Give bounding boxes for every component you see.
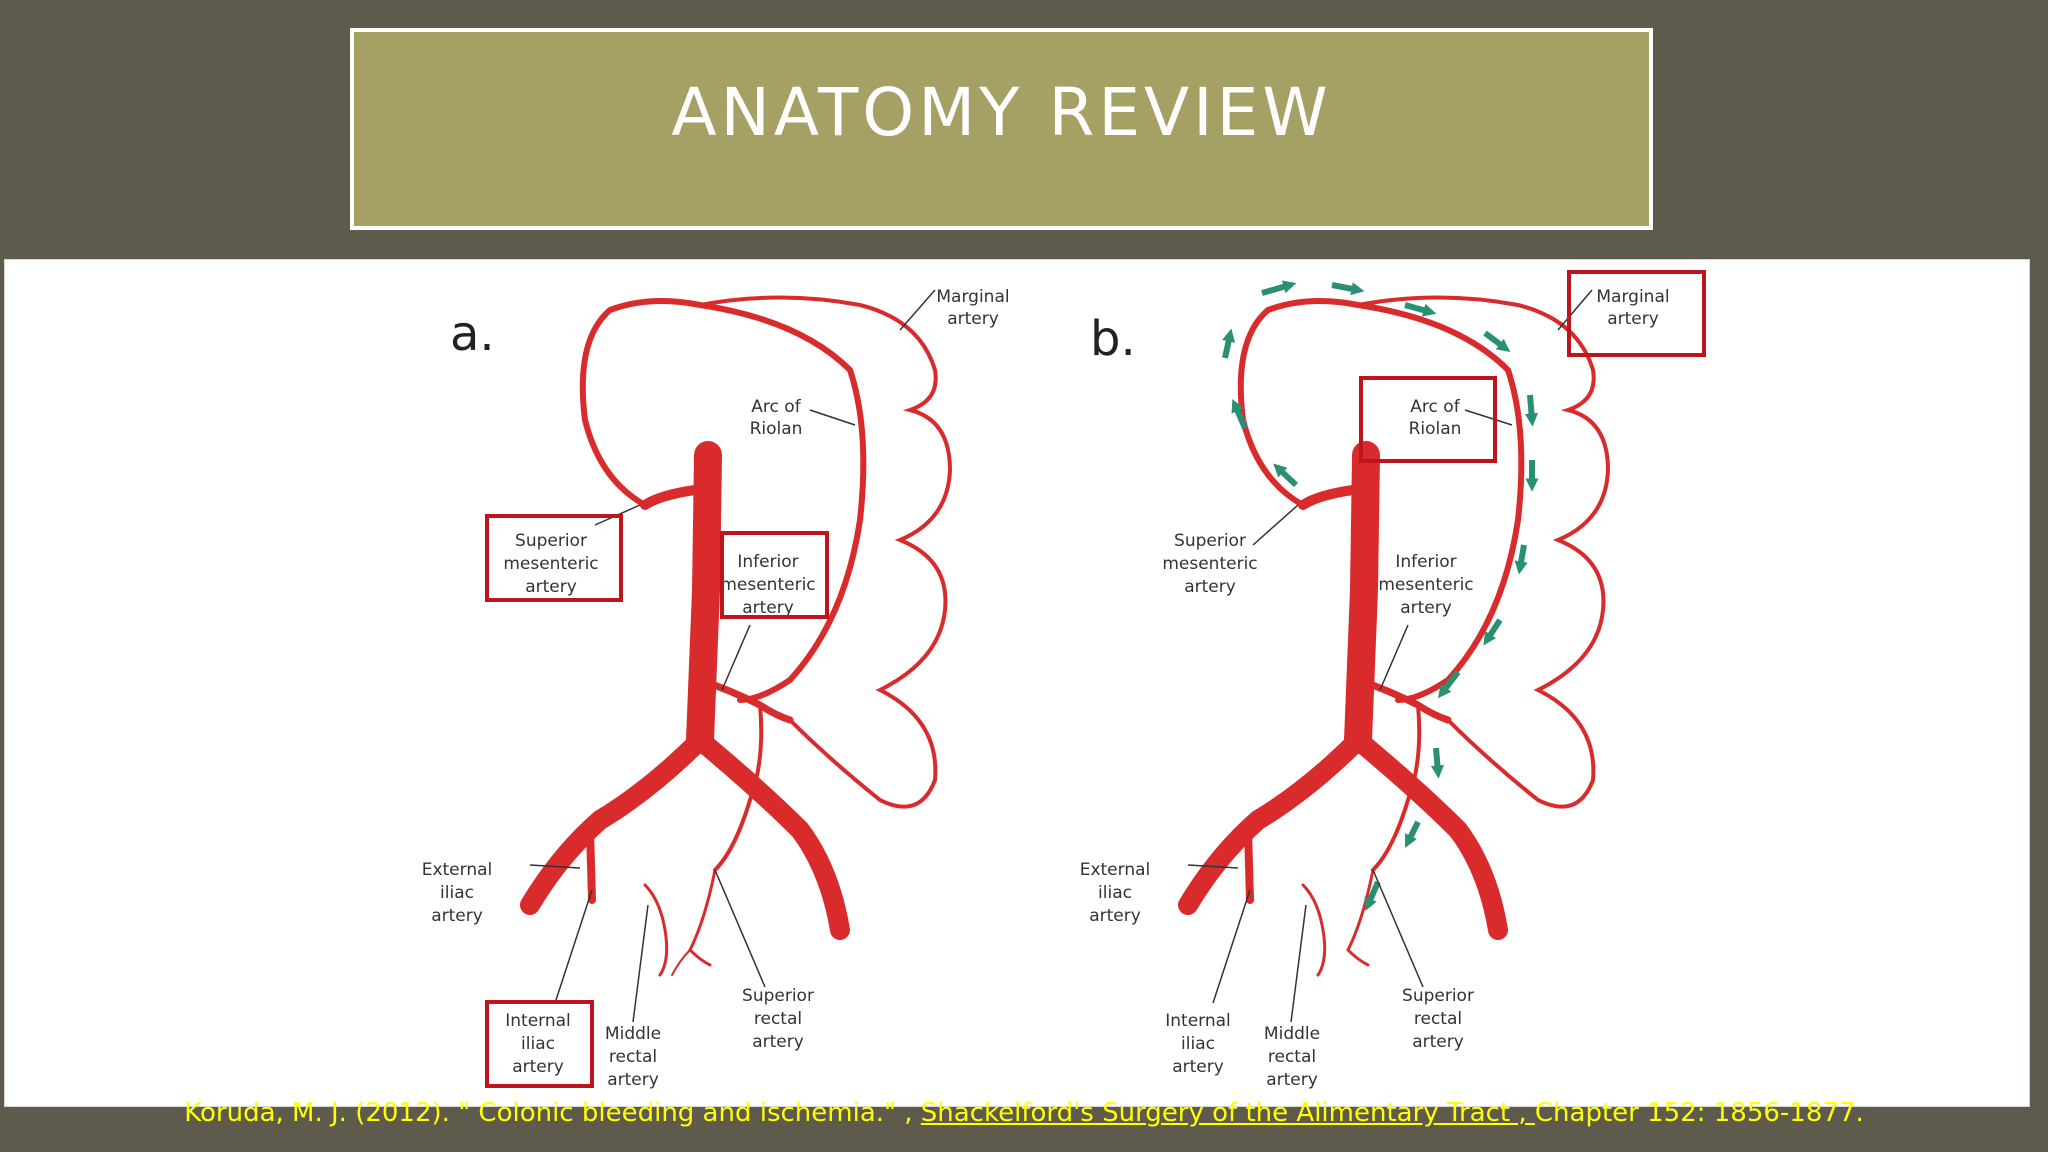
flow-arrow <box>1261 280 1297 296</box>
flow-arrow <box>1222 328 1236 359</box>
svg-text:iliac: iliac <box>1181 1034 1215 1054</box>
sma-label-a: Superior <box>515 531 587 551</box>
svg-text:artery: artery <box>1412 1032 1464 1052</box>
left-common-iliac <box>520 730 710 915</box>
panel-a-letter: a. <box>450 306 495 362</box>
svg-text:rectal: rectal <box>1268 1047 1316 1067</box>
panel-a: a. <box>422 287 1010 1090</box>
svg-text:iliac: iliac <box>440 883 474 903</box>
flow-arrow <box>1524 394 1539 427</box>
panel-b-highlights <box>1359 270 1706 463</box>
svg-text:artery: artery <box>431 906 483 926</box>
panel-b: b. <box>1080 270 1706 1090</box>
panel-b-letter: b. <box>1090 311 1136 367</box>
flow-arrow <box>1483 618 1503 646</box>
panel-b-arteries <box>1178 295 1611 977</box>
panel-b-leaders <box>1187 289 1593 1023</box>
svg-text:Riolan: Riolan <box>1409 419 1462 439</box>
flow-arrow <box>1331 282 1365 296</box>
svg-text:Riolan: Riolan <box>750 419 803 439</box>
svg-text:artery: artery <box>1172 1057 1224 1077</box>
middle-rectal-label-b: Middle <box>1264 1024 1320 1044</box>
flow-arrow <box>1438 670 1461 699</box>
flow-arrow <box>1483 330 1511 352</box>
svg-text:rectal: rectal <box>754 1009 802 1029</box>
external-iliac-label-a: External <box>422 860 493 880</box>
flow-arrow <box>1405 820 1421 848</box>
marginal-artery-label-b: Marginal <box>1596 287 1669 307</box>
figure-panel <box>4 259 2030 1107</box>
highlight-riolan-b <box>1359 376 1497 463</box>
highlight-marginal-b <box>1567 270 1706 357</box>
svg-text:iliac: iliac <box>1098 883 1132 903</box>
svg-text:iliac: iliac <box>521 1034 555 1054</box>
svg-text:artery: artery <box>947 309 999 329</box>
svg-text:artery: artery <box>525 577 577 597</box>
svg-text:artery: artery <box>512 1057 564 1077</box>
slide-title: ANATOMY REVIEW <box>671 74 1332 151</box>
svg-text:artery: artery <box>752 1032 804 1052</box>
flow-arrow <box>1273 463 1299 488</box>
panel-b-labels: Marginal artery Arc of Riolan Superior m… <box>1080 287 1670 1090</box>
svg-text:mesenteric: mesenteric <box>720 575 815 595</box>
ima-label-b: Inferior <box>1395 552 1456 572</box>
svg-text:artery: artery <box>1184 577 1236 597</box>
right-common-iliac <box>690 730 850 940</box>
panel-a-leaders <box>529 289 936 1023</box>
highlight-internal-iliac-a <box>485 1000 594 1088</box>
ima-label-a: Inferior <box>737 552 798 572</box>
superior-rectal-label-a: Superior <box>742 986 814 1006</box>
svg-text:artery: artery <box>1089 906 1141 926</box>
svg-text:mesenteric: mesenteric <box>1378 575 1473 595</box>
superior-rectal-label-b: Superior <box>1402 986 1474 1006</box>
internal-iliac-label-a: Internal <box>505 1011 571 1031</box>
collateral-flow-arrows <box>1222 280 1539 912</box>
highlight-ima-a <box>720 531 829 619</box>
sma-label-b: Superior <box>1174 531 1246 551</box>
svg-text:artery: artery <box>742 598 794 618</box>
flow-arrow <box>1231 398 1248 430</box>
citation: Koruda, M. J. (2012). " Colonic bleeding… <box>0 1098 2048 1128</box>
aorta <box>686 441 722 754</box>
svg-text:artery: artery <box>1400 598 1452 618</box>
svg-text:rectal: rectal <box>1414 1009 1462 1029</box>
marginal-artery-label-a: Marginal <box>936 287 1009 307</box>
highlight-sma-a <box>485 514 623 602</box>
flow-arrow <box>1514 544 1528 575</box>
panel-a-labels: Marginal artery Arc of Riolan Superior m… <box>422 287 1010 1090</box>
title-box: ANATOMY REVIEW <box>350 28 1653 230</box>
flow-arrow <box>1430 747 1445 779</box>
flow-arrow <box>1364 880 1381 912</box>
flow-arrow <box>1404 302 1437 317</box>
svg-text:rectal: rectal <box>609 1047 657 1067</box>
panel-a-arteries <box>520 295 953 977</box>
svg-text:artery: artery <box>1607 309 1659 329</box>
citation-prefix: Koruda, M. J. (2012). " Colonic bleeding… <box>184 1098 921 1128</box>
citation-book-link[interactable]: Shackelford's Surgery of the Alimentary … <box>920 1098 1535 1128</box>
svg-text:mesenteric: mesenteric <box>503 554 598 574</box>
arc-of-riolan-label-b: Arc of <box>1410 397 1460 417</box>
middle-rectal-label-a: Middle <box>605 1024 661 1044</box>
svg-text:artery: artery <box>607 1070 659 1090</box>
citation-suffix: Chapter 152: 1856-1877. <box>1534 1098 1864 1128</box>
external-iliac-label-b: External <box>1080 860 1151 880</box>
panel-a-highlights <box>485 514 829 1088</box>
internal-iliac <box>586 826 596 904</box>
arc-of-riolan-label-a: Arc of <box>751 397 801 417</box>
internal-iliac-label-b: Internal <box>1165 1011 1231 1031</box>
svg-text:artery: artery <box>1266 1070 1318 1090</box>
svg-text:mesenteric: mesenteric <box>1162 554 1257 574</box>
